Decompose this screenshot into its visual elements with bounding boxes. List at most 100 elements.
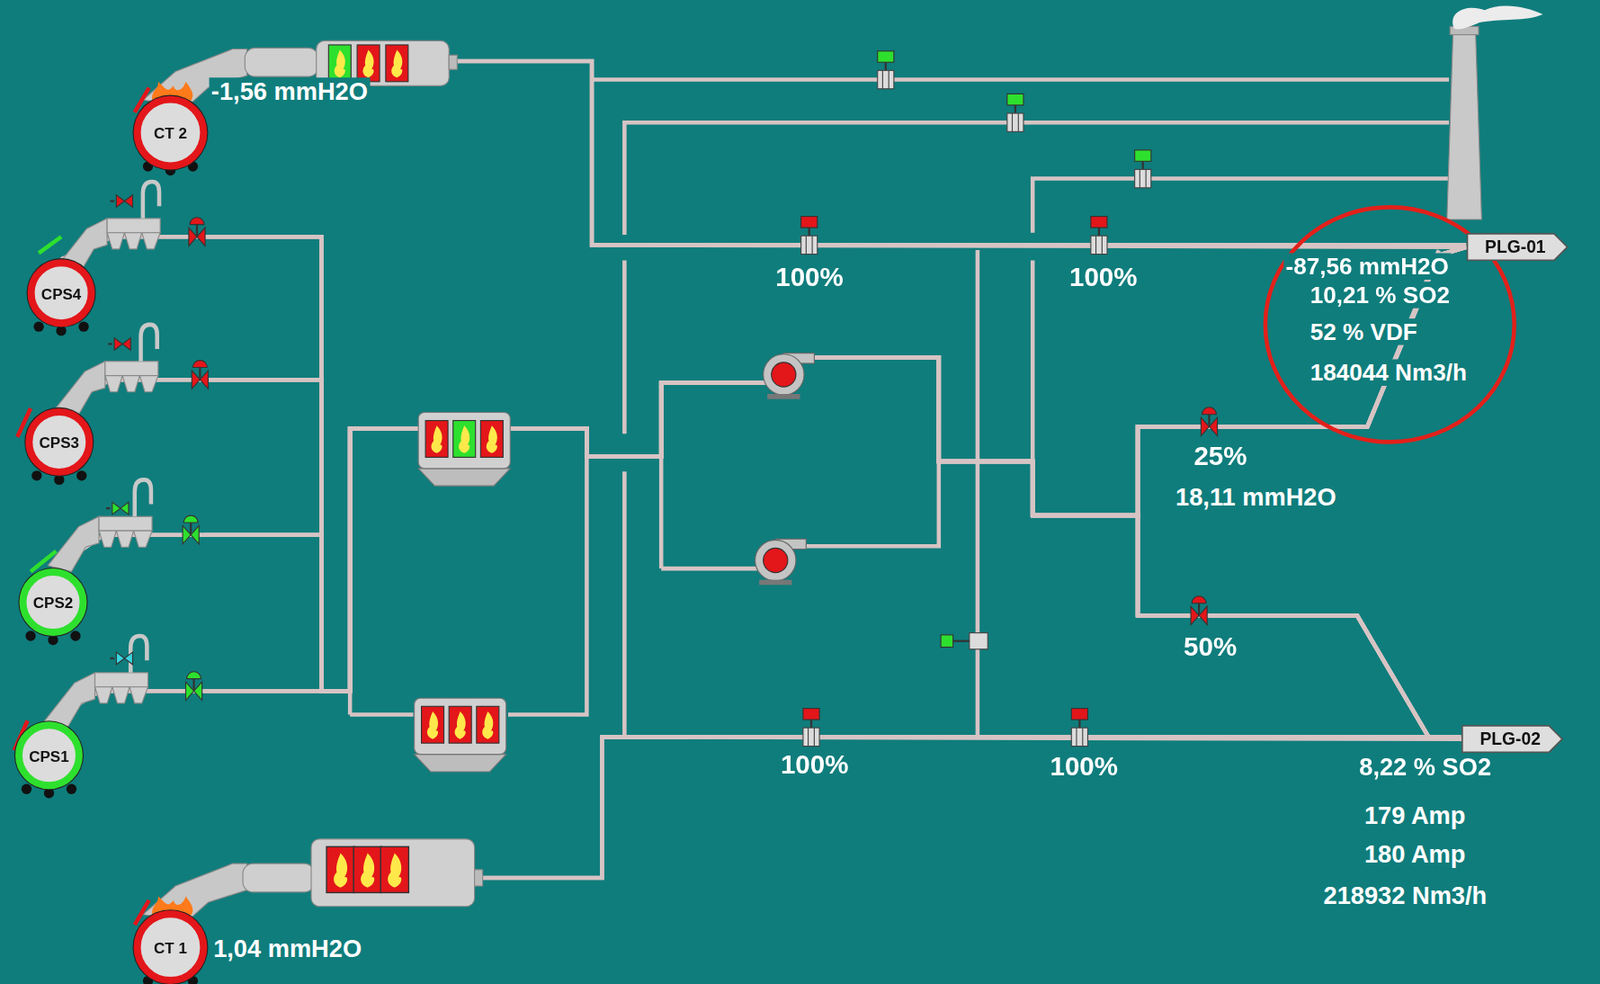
value-readout: 52 % VDF (1308, 318, 1420, 346)
value-readout: 25% (1191, 441, 1250, 473)
converters-use (425, 420, 448, 458)
valves-use (1190, 596, 1207, 626)
ct1-line-use (353, 846, 382, 893)
pipes-path (349, 429, 419, 716)
value-readout: 179 Amp (1362, 801, 1468, 830)
ct1-line-rect (311, 839, 475, 907)
pipes-path (805, 250, 1031, 735)
tag-shape (1467, 233, 1568, 261)
gas-duct (59, 357, 1462, 740)
value-readout: 100% (778, 750, 851, 781)
pipes-path (622, 259, 627, 737)
cps-units-use (44, 635, 149, 728)
ct2-line-use (328, 44, 351, 82)
cps-units-use (107, 338, 131, 351)
valves-use (1071, 708, 1088, 747)
cps-units-use (191, 360, 208, 390)
unit-circle: CPS3 (25, 408, 93, 476)
value-readout: 184044 Nm3/h (1308, 358, 1470, 386)
value-readout: -87,56 mmH2O (1283, 252, 1451, 280)
cps-units-line (38, 236, 62, 253)
unit-circle: CPS1 (15, 721, 83, 789)
value-readout: 218932 Nm3/h (1321, 882, 1489, 911)
cps-units-use (47, 479, 152, 572)
value-readout: 8,22 % SO2 (1357, 753, 1493, 782)
cps-units-use (110, 652, 134, 665)
pipes-path (591, 77, 1449, 82)
ct1-line-rect (242, 863, 314, 893)
valves-rect (940, 634, 954, 648)
valves-use (1090, 216, 1108, 255)
ct1-line-use (326, 846, 355, 893)
value-readout: 10,21 % SO2 (1308, 281, 1453, 309)
cps-units-use (106, 501, 129, 515)
pipes (204, 61, 1466, 878)
value-readout: -1,56 mmH2O (209, 77, 371, 106)
ct2-line-rect (448, 54, 457, 70)
blowers (755, 353, 815, 586)
valves-rect (969, 633, 988, 650)
node-label: CT 1 (153, 939, 188, 956)
valves-use (1007, 93, 1024, 132)
converters-use (476, 706, 500, 743)
value-readout: 100% (773, 262, 846, 294)
ct1-line-use (380, 846, 409, 893)
ct1-line-rect (474, 869, 483, 886)
value-readout: 100% (1067, 262, 1140, 294)
value-readout: 100% (1047, 751, 1120, 783)
pipes-path (1032, 250, 1440, 737)
value-readout: 18,11 mmH2O (1173, 482, 1339, 511)
cps-units-use (185, 671, 202, 701)
pipes-path (454, 61, 1466, 245)
value-readout: 180 Amp (1362, 840, 1468, 868)
valves-use (801, 216, 818, 255)
pipes-path (508, 429, 662, 716)
outlet-tag: PLG-02 (1461, 724, 1564, 754)
converters-use (421, 706, 445, 743)
gas-duct (61, 236, 1466, 691)
converters-use (418, 411, 510, 486)
gas-duct (169, 61, 1466, 248)
node-label: CPS4 (41, 285, 81, 301)
node-label: CT 2 (153, 125, 188, 141)
stack (1447, 5, 1544, 220)
ct2-line-use (385, 44, 409, 82)
converters-use (448, 706, 472, 743)
pipes-path (204, 236, 350, 691)
cps-units-use (53, 324, 159, 417)
converters-use (480, 420, 503, 458)
value-readout: 1,04 mmH2O (211, 935, 365, 964)
unit-circle: CPS4 (27, 259, 96, 327)
unit-circle: CT 2 (134, 96, 208, 170)
ct2-line-rect (244, 47, 319, 77)
outlet-tag: PLG-01 (1465, 232, 1568, 262)
ct2-line-use (357, 44, 380, 82)
pipes-path (474, 736, 1462, 878)
node-label: CPS1 (28, 747, 69, 763)
stack-path (1452, 5, 1543, 29)
gas-duct (48, 357, 1461, 740)
valves-use (803, 708, 820, 747)
unit-circle: CPS2 (19, 568, 88, 636)
gas-duct (169, 736, 1461, 911)
valves-use (1135, 150, 1152, 188)
stack-polygon (1447, 30, 1483, 220)
cps-units-use (55, 181, 161, 274)
unit-circle: CT 1 (134, 910, 208, 984)
tag-shape (1462, 725, 1563, 753)
blowers-use (763, 353, 815, 400)
pipes-path (661, 383, 766, 570)
cps-units-use (188, 217, 206, 247)
cps-units-use (182, 515, 199, 545)
gas-duct (61, 236, 1462, 740)
node-label: PLG-01 (1484, 238, 1558, 256)
value-readout: 50% (1181, 632, 1240, 663)
gas-duct (53, 357, 1462, 740)
node-label: CPS3 (39, 434, 80, 450)
converters (414, 411, 511, 771)
valves-use (877, 51, 894, 90)
node-label: CPS2 (33, 594, 73, 610)
